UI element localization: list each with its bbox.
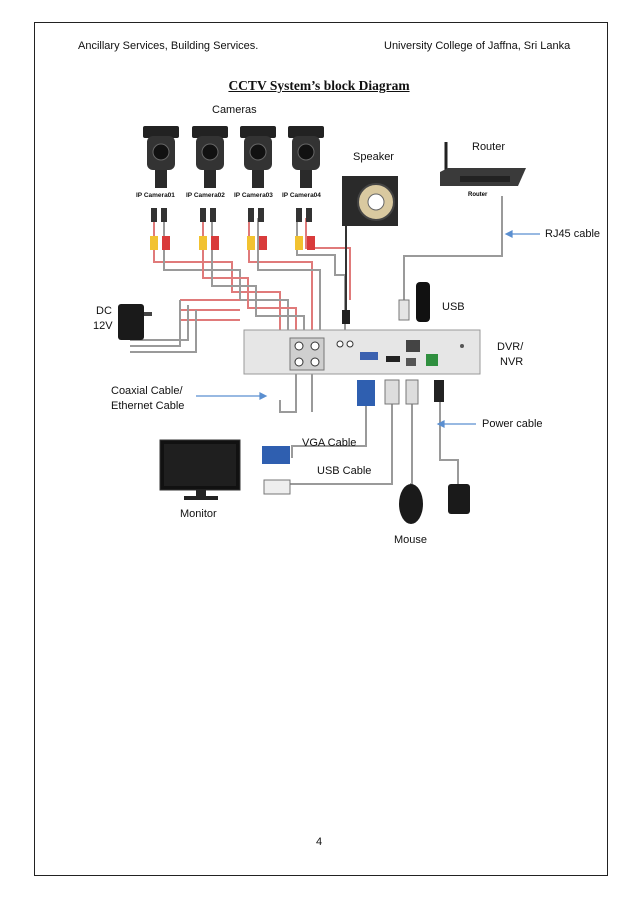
camera-1	[143, 126, 179, 250]
header-right: University College of Jaffna, Sri Lanka	[384, 40, 571, 52]
camera-tag-1: IP Camera01	[136, 192, 175, 199]
dvr-label-2: NVR	[500, 356, 524, 368]
camera-2	[192, 126, 228, 250]
usb-label: USB	[442, 301, 465, 313]
camera-tag-4: IP Camera04	[282, 192, 321, 199]
usb-cable-label: USB Cable	[317, 465, 372, 477]
page-title: CCTV System’s block Diagram	[228, 78, 410, 93]
speaker-label: Speaker	[353, 151, 394, 163]
router: Router	[440, 142, 526, 198]
coax-label-2: Ethernet Cable	[111, 400, 185, 412]
monitor	[159, 439, 241, 500]
page-border	[34, 22, 608, 876]
speaker	[342, 176, 398, 226]
dc-label-2: 12V	[93, 320, 113, 332]
header-left: Ancillary Services, Building Services.	[78, 40, 259, 52]
mouse-device	[399, 484, 423, 524]
power-adapter	[448, 484, 470, 514]
coax-label-1: Coaxial Cable/	[111, 385, 183, 397]
usb-stick	[416, 282, 430, 322]
router-tag: Router	[468, 192, 488, 198]
camera-tag-3: IP Camera03	[234, 192, 273, 199]
dc-adapter	[118, 304, 152, 340]
cameras-label: Cameras	[212, 104, 257, 116]
dvr-box	[243, 329, 481, 375]
camera-tag-2: IP Camera02	[186, 192, 225, 199]
camera-3	[240, 126, 276, 250]
power-cable-label: Power cable	[482, 418, 543, 430]
mouse-label: Mouse	[394, 534, 428, 546]
router-label: Router	[472, 141, 506, 153]
dvr-label-1: DVR/	[497, 341, 524, 353]
rj45-label: RJ45 cable	[545, 228, 601, 240]
camera-4	[288, 126, 324, 250]
vga-connector	[357, 380, 375, 406]
dc-label-1: DC	[96, 305, 112, 317]
monitor-label: Monitor	[180, 508, 217, 520]
vga-cable-label: VGA Cable	[302, 437, 357, 449]
page-number: 4	[315, 836, 323, 848]
vga-plug	[262, 446, 290, 464]
